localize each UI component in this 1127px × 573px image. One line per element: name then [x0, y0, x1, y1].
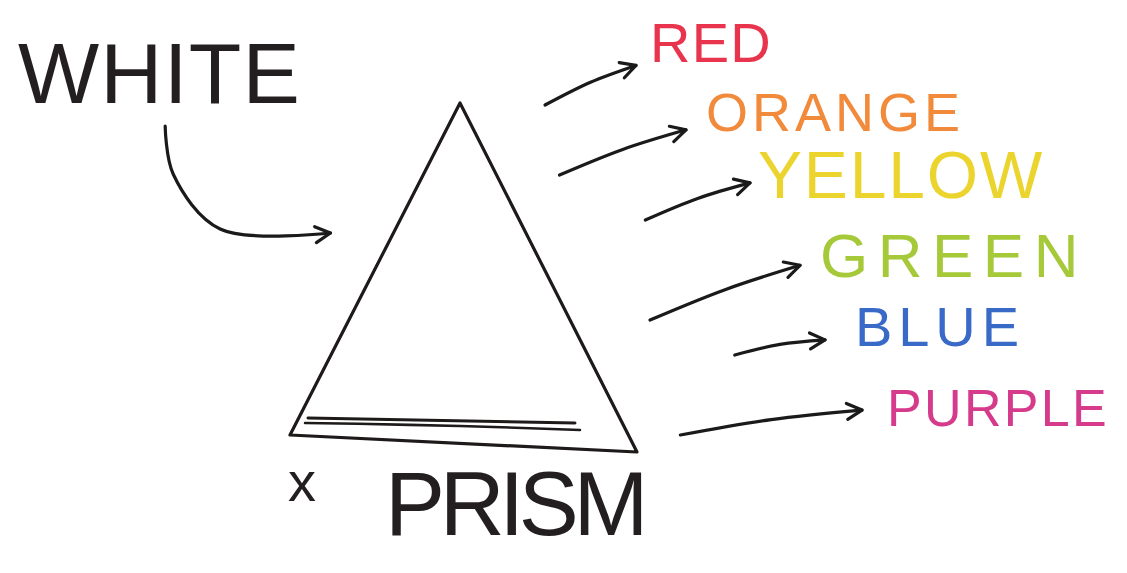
light-arrow [645, 183, 750, 220]
color-label: PURPLE [887, 382, 1109, 434]
base-stroke [308, 418, 575, 423]
light-color-name: RED [650, 15, 772, 71]
cross-mark: x [288, 454, 316, 510]
light-color-name: YELLOW [758, 142, 1044, 208]
prism-title: PRISM [385, 459, 643, 549]
light-color-name: WHITE [18, 30, 301, 116]
prism-outline [285, 95, 645, 460]
light-color-name: BLUE [855, 299, 1025, 355]
light-arrow [560, 130, 686, 175]
light-arrow [680, 410, 862, 435]
light-color-name: ORANGE [706, 85, 964, 139]
light-color-name: GREEN [820, 225, 1088, 287]
prism-triangle [290, 103, 637, 452]
color-label: YELLOW [758, 142, 1044, 208]
light-color-name: PURPLE [887, 382, 1109, 434]
input-light-label: WHITE [18, 30, 301, 116]
light-arrow [545, 65, 636, 105]
light-arrow [735, 340, 825, 355]
light-arrow [165, 126, 330, 236]
color-label: ORANGE [706, 85, 964, 139]
base-stroke [305, 423, 580, 430]
light-arrow [650, 265, 800, 320]
color-label: BLUE [855, 299, 1025, 355]
prism: PRISM [285, 95, 645, 460]
color-label: GREEN [820, 225, 1088, 287]
color-label: RED [650, 15, 772, 71]
